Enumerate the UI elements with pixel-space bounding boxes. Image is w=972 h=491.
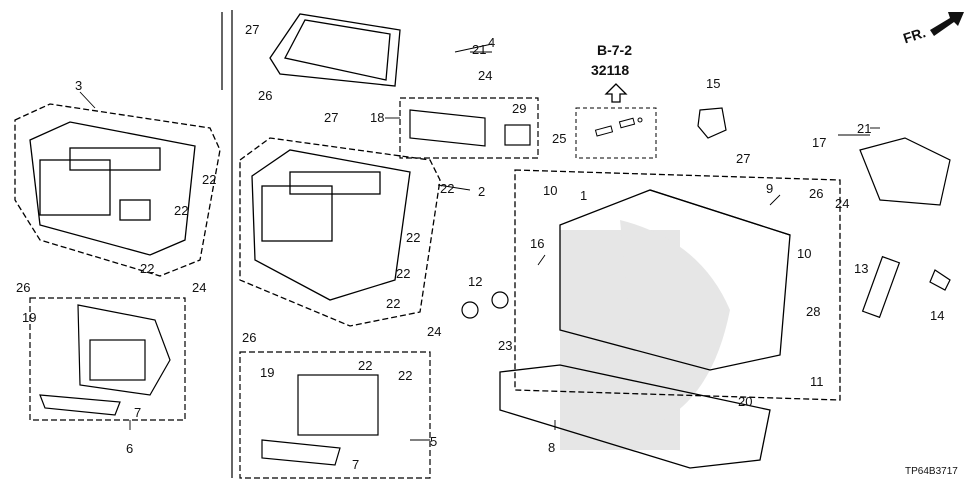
part-5-assembly xyxy=(239,351,431,479)
callout-labels: 3 27 21 4 24 26 27 18 29 25 15 27 21 17 … xyxy=(16,22,958,477)
callout-22-c: 22 xyxy=(140,261,154,276)
callout-15: 15 xyxy=(706,76,720,91)
callout-1: 1 xyxy=(580,188,587,203)
callout-26-b: 26 xyxy=(809,186,823,201)
callout-18: 18 xyxy=(370,110,384,125)
callout-12: 12 xyxy=(468,274,482,289)
callout-22-a: 22 xyxy=(202,172,216,187)
reference-dashed-box xyxy=(575,107,657,159)
callout-22-b: 22 xyxy=(174,203,188,218)
part-17-vent xyxy=(859,137,951,206)
reference-section: B-7-2 xyxy=(597,42,632,58)
callout-22-i: 22 xyxy=(398,368,412,383)
reference-arrow-icon xyxy=(604,83,628,103)
callout-26-c: 26 xyxy=(16,280,30,295)
callout-26-d: 26 xyxy=(242,330,256,345)
watermark-logo xyxy=(560,220,730,450)
callout-26-a: 26 xyxy=(258,88,272,103)
callout-17: 17 xyxy=(812,135,826,150)
direction-label: FR. xyxy=(901,24,927,46)
callout-14: 14 xyxy=(930,308,944,323)
part-13-damper xyxy=(861,255,951,319)
callout-10-a: 10 xyxy=(543,183,557,198)
callout-22-h: 22 xyxy=(358,358,372,373)
callout-7-b: 7 xyxy=(352,457,359,472)
part-15-bracket xyxy=(697,107,727,139)
callout-24-d: 24 xyxy=(427,324,441,339)
callout-22-e: 22 xyxy=(406,230,420,245)
callout-28: 28 xyxy=(806,304,820,319)
leader-lines xyxy=(79,43,880,441)
part-4-display-unit xyxy=(269,13,401,87)
callout-2: 2 xyxy=(478,184,485,199)
callout-6: 6 xyxy=(126,441,133,456)
callout-24-c: 24 xyxy=(192,280,206,295)
callout-19-b: 19 xyxy=(260,365,274,380)
front-direction-arrow: FR. xyxy=(901,12,964,46)
callout-9: 9 xyxy=(766,181,773,196)
reference-block: B-7-2 32118 xyxy=(575,42,657,159)
callout-19-a: 19 xyxy=(22,310,36,325)
callout-27-c: 27 xyxy=(736,151,750,166)
callout-20: 20 xyxy=(738,394,752,409)
callout-5: 5 xyxy=(430,434,437,449)
callout-24-a: 24 xyxy=(478,68,492,83)
callout-23: 23 xyxy=(498,338,512,353)
part-8-lower-tray xyxy=(499,364,771,469)
part-2-center-panel xyxy=(239,137,441,327)
callout-10-b: 10 xyxy=(797,246,811,261)
part-18-switch-panel xyxy=(399,97,539,159)
callout-21-b: 21 xyxy=(857,121,871,136)
callout-22-g: 22 xyxy=(386,296,400,311)
callout-27-a: 27 xyxy=(245,22,259,37)
callout-22-d: 22 xyxy=(440,181,454,196)
callout-22-f: 22 xyxy=(396,266,410,281)
part-9-glove-box xyxy=(514,169,841,401)
callout-8: 8 xyxy=(548,440,555,455)
part-12-lock xyxy=(461,291,509,319)
callout-27-b: 27 xyxy=(324,110,338,125)
callout-24-b: 24 xyxy=(835,196,849,211)
reference-part-number: 32118 xyxy=(591,62,629,78)
callout-21-a: 21 xyxy=(472,42,486,57)
part-3-dashboard-panel xyxy=(14,103,221,277)
connector-pin-icon xyxy=(594,117,643,137)
callout-4: 4 xyxy=(488,35,495,50)
callout-13: 13 xyxy=(854,261,868,276)
callout-3: 3 xyxy=(75,78,82,93)
diagram-code: TP64B3717 xyxy=(905,466,958,477)
callout-11: 11 xyxy=(810,374,824,389)
callout-16: 16 xyxy=(530,236,544,251)
callout-29: 29 xyxy=(512,101,526,116)
part-6-assembly xyxy=(29,297,186,421)
callout-25: 25 xyxy=(552,131,566,146)
callout-7-a: 7 xyxy=(134,405,141,420)
